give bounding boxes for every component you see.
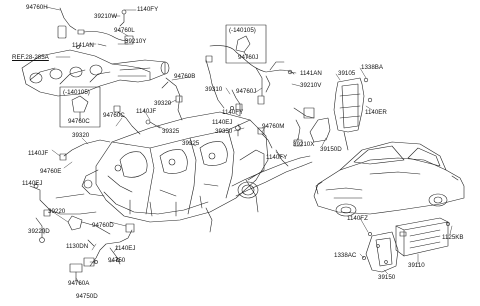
label-1338ba: 1338BA xyxy=(361,64,384,71)
ecu-top xyxy=(309,77,373,151)
label-1338ac: 1338AC xyxy=(334,252,357,259)
label-box1-part: 94760J xyxy=(238,54,259,61)
leader-lines xyxy=(33,6,453,285)
label-39220: 39220 xyxy=(48,208,66,215)
ecu-module xyxy=(362,217,450,273)
callout-box-94760c xyxy=(59,86,101,128)
exhaust-manifold xyxy=(21,49,170,97)
callout-box-94760j xyxy=(225,24,267,64)
label-94760b: 94760B xyxy=(174,73,196,80)
label-39350: 39350 xyxy=(215,128,233,135)
label-39220d: 39220D xyxy=(28,228,50,235)
label-94760h: 94760H xyxy=(26,4,48,11)
label-1140fy-mid: 1140FY xyxy=(222,109,244,116)
exhaust-pipe-rear xyxy=(231,155,313,199)
label-1140fy-low: 1140FY xyxy=(266,154,288,161)
label-94750d: 94750D xyxy=(76,293,98,300)
oxygen-sensor-front xyxy=(205,55,225,109)
label-1125kb: 1125KB xyxy=(442,234,464,241)
label-1140jf-left: 1140JF xyxy=(28,150,49,157)
label-1140fz: 1140FZ xyxy=(347,215,368,222)
label-39210x: 39210X xyxy=(293,141,315,148)
label-39325-b: 39325 xyxy=(182,140,200,147)
label-39320-left: 39320 xyxy=(72,132,90,139)
label-39150: 39150 xyxy=(378,274,396,281)
label-39210v: 39210V xyxy=(300,82,322,89)
label-1141an-right: 1141AN xyxy=(300,70,322,77)
label-39105: 39105 xyxy=(338,70,356,77)
label-box2-date: (-140105) xyxy=(63,89,90,96)
label-1141an-left: 1141AN xyxy=(72,42,94,49)
label-94760e: 94760E xyxy=(40,168,62,175)
label-39310: 39310 xyxy=(205,86,223,93)
label-39110: 39110 xyxy=(408,262,425,269)
engine-block xyxy=(81,111,269,233)
label-39210y: 39210Y xyxy=(125,38,147,45)
wiring-harness-top xyxy=(209,45,295,105)
label-39150d: 39150D xyxy=(320,146,342,153)
label-94760j: 94760J xyxy=(236,88,257,95)
label-94760m: 94760M xyxy=(262,123,285,130)
label-1140er: 1140ER xyxy=(365,109,387,116)
label-94760l: 94760L xyxy=(114,27,135,34)
label-1130dn: 1130DN xyxy=(66,243,89,250)
label-39325-a: 39325 xyxy=(162,128,180,135)
label-94760d: 94760D xyxy=(92,222,114,229)
label-1140ej-mid: 1140EJ xyxy=(212,119,233,126)
label-1140jf-upper: 1140JF xyxy=(136,108,157,115)
label-94760c: 94760C xyxy=(103,112,125,119)
label-1140fy-top: 1140FY xyxy=(137,6,159,13)
label-ref-28-285a: REF.28-285A xyxy=(12,54,49,61)
label-1140ej-low: 1140EJ xyxy=(115,245,136,252)
sedan-vehicle xyxy=(313,141,465,217)
label-1140ej-left: 1140EJ xyxy=(22,180,43,187)
label-94750: 94750 xyxy=(108,257,126,264)
label-39320-upper: 39320 xyxy=(154,100,172,107)
label-box2-part: 94760C xyxy=(68,118,90,125)
label-39210w: 39210W xyxy=(94,13,118,20)
harness-lower xyxy=(69,223,135,283)
oxygen-sensor-upper xyxy=(57,7,134,49)
label-box1-date: (-140105) xyxy=(229,27,256,34)
label-94760a: 94760A xyxy=(68,280,90,287)
